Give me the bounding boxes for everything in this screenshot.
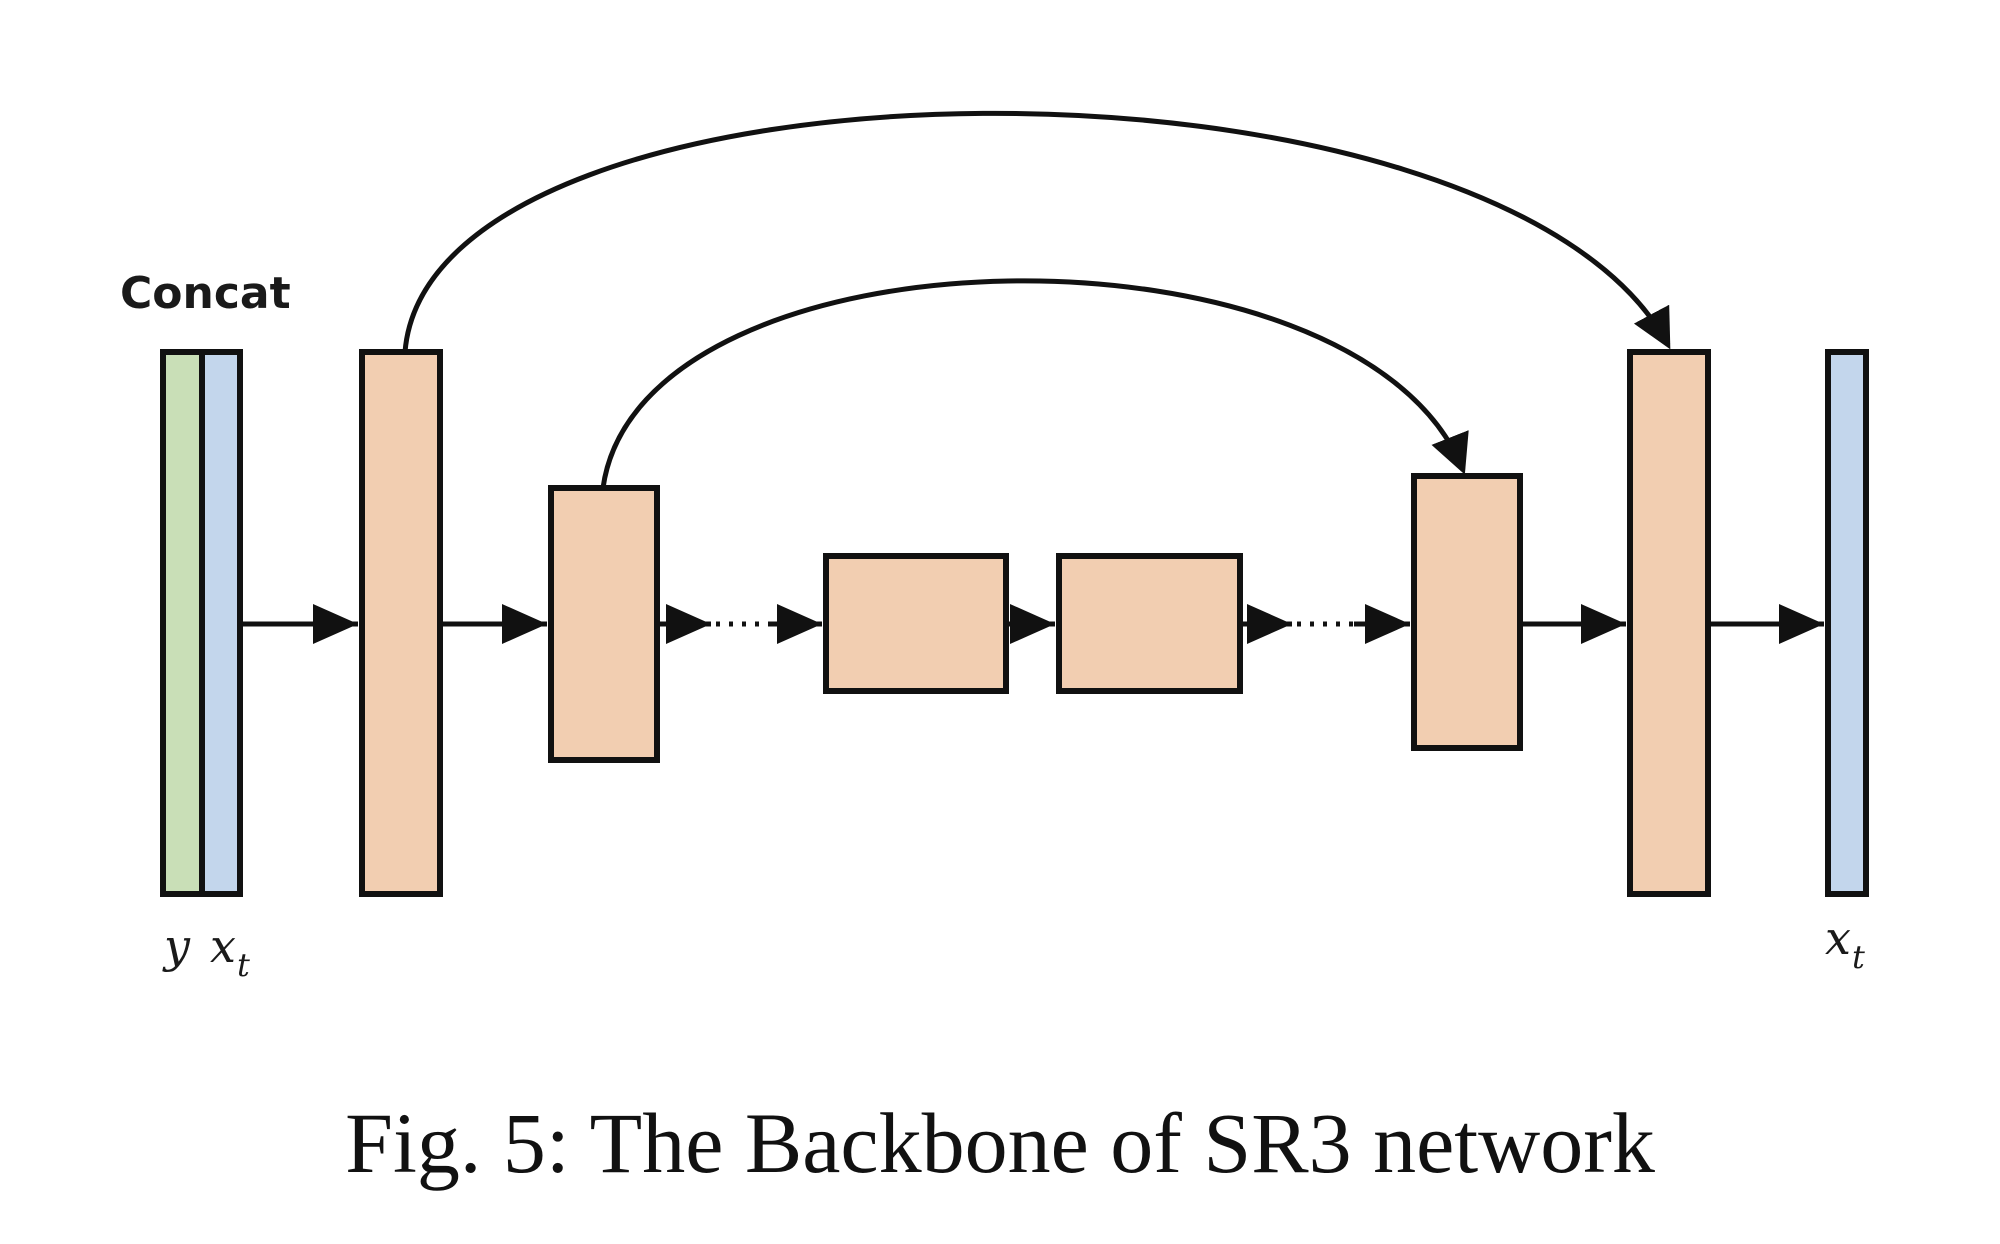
middle-block-1 xyxy=(823,553,1009,694)
output-xt-subscript: t xyxy=(1852,938,1865,976)
output-xt-label: x xyxy=(1825,911,1851,965)
input-xt-block xyxy=(199,349,243,897)
skip-connection-outer xyxy=(402,110,1671,353)
skip-connection-inner xyxy=(600,278,1469,489)
input-xt-label: x xyxy=(210,919,236,973)
decoder-block-1 xyxy=(1627,349,1711,897)
figure-caption: Fig. 5: The Backbone of SR3 network xyxy=(345,1095,1655,1191)
input-y-label: y xyxy=(162,919,191,973)
input-xt-subscript: t xyxy=(237,946,250,984)
encoder-block-1 xyxy=(359,349,443,897)
input-y-block xyxy=(160,349,205,897)
middle-block-2 xyxy=(1056,553,1243,694)
decoder-block-2 xyxy=(1411,473,1523,751)
encoder-block-2 xyxy=(548,485,660,763)
output-xt-block xyxy=(1825,349,1869,897)
concat-label: Concat xyxy=(120,268,291,319)
